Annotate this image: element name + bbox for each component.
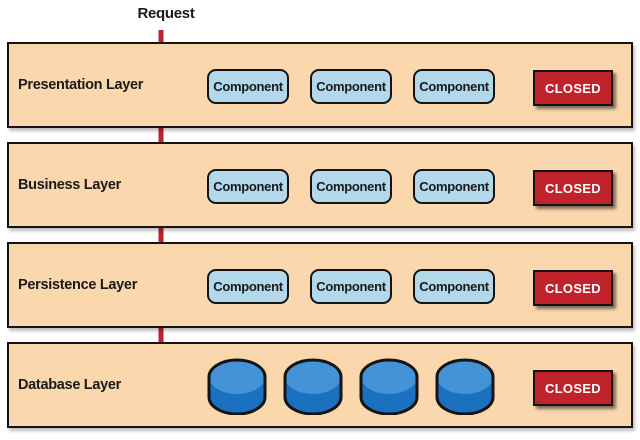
database-icon	[359, 358, 419, 415]
closed-badge: CLOSED	[533, 270, 613, 306]
component-row: Component Component Component	[207, 69, 495, 104]
layer-label: Presentation Layer	[18, 77, 144, 93]
layer-database: Database Layer CLOSED	[7, 342, 633, 428]
layer-label: Database Layer	[18, 377, 121, 393]
layer-presentation: Presentation Layer Component Component C…	[7, 42, 633, 128]
layer-business: Business Layer Component Component Compo…	[7, 142, 633, 228]
component-box: Component	[207, 69, 289, 104]
database-row	[206, 358, 496, 415]
component-box: Component	[413, 169, 495, 204]
database-icon	[207, 358, 267, 415]
closed-badge: CLOSED	[533, 170, 613, 206]
component-box: Component	[207, 169, 289, 204]
component-box: Component	[207, 269, 289, 304]
component-box: Component	[310, 69, 392, 104]
database-icon	[435, 358, 495, 415]
request-label: Request	[137, 5, 195, 22]
layer-label: Business Layer	[18, 177, 121, 193]
component-row: Component Component Component	[207, 169, 495, 204]
component-box: Component	[413, 69, 495, 104]
database-icon	[283, 358, 343, 415]
component-box: Component	[413, 269, 495, 304]
layer-persistence: Persistence Layer Component Component Co…	[7, 242, 633, 328]
component-box: Component	[310, 269, 392, 304]
component-row: Component Component Component	[207, 269, 495, 304]
closed-badge: CLOSED	[533, 370, 613, 406]
layer-label: Persistence Layer	[18, 277, 138, 293]
closed-badge: CLOSED	[533, 70, 613, 106]
component-box: Component	[310, 169, 392, 204]
